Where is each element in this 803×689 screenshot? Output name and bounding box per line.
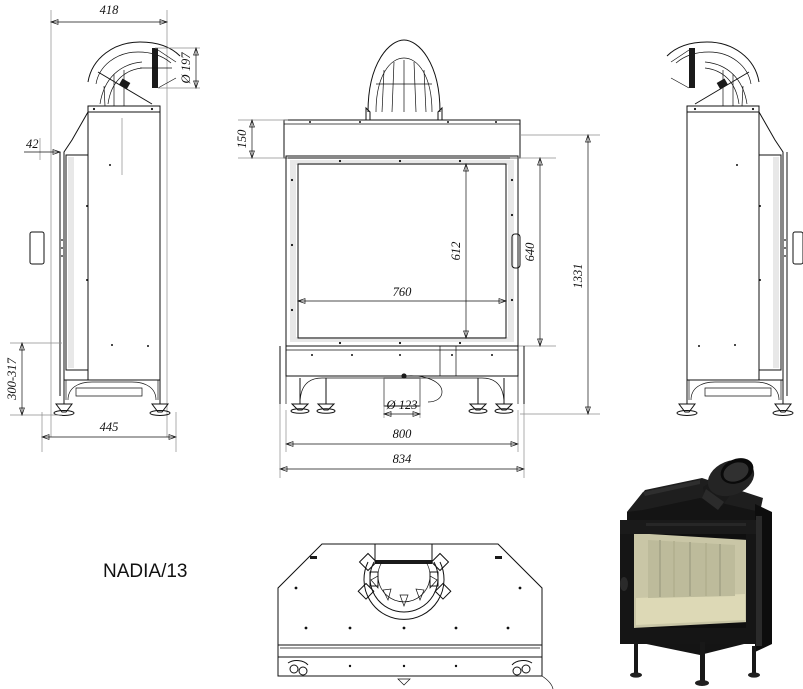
dim-123-label: Ø 123 [386, 398, 418, 412]
dim-150-label: 150 [235, 129, 249, 149]
product-3d-render [620, 458, 772, 686]
left-body-outline [29, 111, 171, 416]
front-glass-pane [297, 163, 507, 339]
front-lower-body [279, 345, 525, 414]
dim-445-label: 445 [100, 420, 119, 434]
front-flue-dome [365, 39, 443, 121]
front-door-handle [511, 233, 521, 269]
dim-418: 418 [49, 3, 169, 25]
dim-800: 800 [284, 410, 520, 452]
right-flue-elbow [666, 41, 760, 113]
dim-air-inlet-123: Ø 123 [382, 378, 422, 418]
dim-1331-label: 1331 [571, 264, 585, 289]
dim-300-317: 300-317 [5, 341, 62, 417]
dim-760-label: 760 [393, 285, 413, 299]
dim-418-label: 418 [100, 3, 120, 17]
dim-42-label: 42 [26, 137, 39, 151]
top-front-rail [277, 644, 543, 658]
left-glass-edge [68, 157, 74, 368]
dim-612-label: 612 [449, 242, 463, 261]
photo-leg-left [634, 642, 638, 674]
dim-flue-diameter-197: Ø 197 [140, 46, 200, 90]
left-side-section-view: 418 [5, 3, 200, 452]
dim-834: 834 [278, 404, 526, 478]
right-flue-collar [689, 48, 695, 88]
left-door-handle [29, 231, 45, 265]
top-plan-view [277, 543, 554, 689]
dim-612: 612 [449, 162, 469, 340]
photo-interior-back [648, 540, 735, 598]
top-hinge-right [511, 660, 533, 676]
left-door-panel [65, 154, 89, 371]
dim-834-label: 834 [393, 452, 412, 466]
right-body-outline [676, 111, 803, 416]
dim-445: 445 [40, 412, 178, 452]
dim-42: 42 [24, 137, 62, 160]
right-side-section-view [666, 41, 803, 416]
right-door-handle [792, 231, 803, 265]
photo-interior-floor [636, 594, 745, 625]
photo-leg-center [700, 642, 705, 682]
right-door-panel [758, 154, 782, 371]
dim-300-317-label: 300-317 [5, 357, 19, 400]
photo-leg-right [752, 646, 756, 674]
dim-760: 760 [296, 285, 508, 304]
front-hood-box [283, 119, 521, 159]
front-elevation-view: 150 612 [235, 39, 600, 478]
dim-640-label: 640 [523, 242, 537, 262]
photo-hood-top [627, 478, 763, 512]
dim-150: 150 [235, 118, 288, 160]
top-flue-rosette [357, 552, 452, 620]
photo-door-handle [620, 577, 628, 591]
dim-197-label: Ø 197 [179, 52, 193, 85]
top-hinge-left [287, 660, 309, 676]
model-label: NADIA/13 [103, 561, 187, 582]
dim-1331: 1331 [520, 133, 600, 416]
dim-800-label: 800 [393, 427, 413, 441]
